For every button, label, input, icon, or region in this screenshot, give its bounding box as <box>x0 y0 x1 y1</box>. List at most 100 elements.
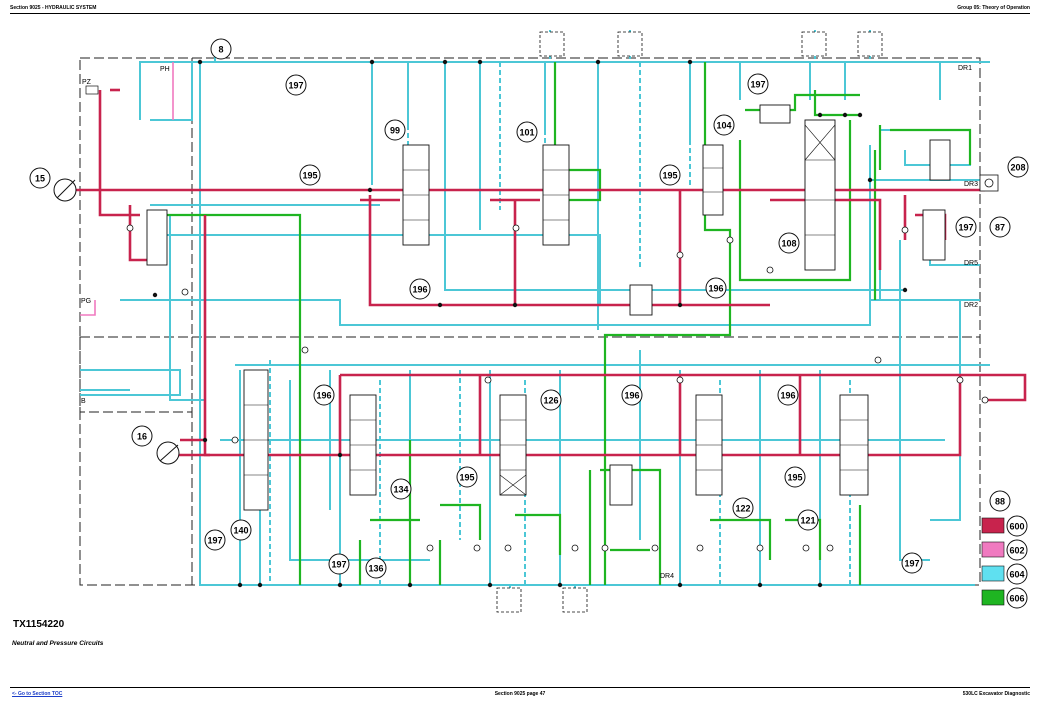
port-b-label: B <box>81 398 86 405</box>
legend-code: 604 <box>1009 570 1024 580</box>
callout-label: 121 <box>800 516 815 526</box>
callout-99: 99 <box>384 119 406 141</box>
callout-label: 15 <box>35 174 45 184</box>
callout-label: 197 <box>331 560 346 570</box>
check-valves <box>126 224 989 552</box>
legend-swatch <box>981 589 1005 606</box>
callout-196-4: 196 <box>313 384 335 406</box>
callout-label: 208 <box>1010 163 1025 173</box>
legend-swatch <box>981 541 1005 558</box>
callout-88: 88 <box>989 490 1011 512</box>
callout-8: 8 <box>210 38 232 60</box>
header-group-title: Group 05: Theory of Operation <box>957 5 1030 11</box>
callout-87: 87 <box>989 216 1011 238</box>
callout-label: 101 <box>519 128 534 138</box>
port-pz-label: PZ <box>82 79 92 86</box>
callout-122: 122 <box>732 497 754 519</box>
callout-195-2: 195 <box>659 164 681 186</box>
callout-197-10: 197 <box>955 216 977 238</box>
return-lines <box>80 48 990 586</box>
callout-126: 126 <box>540 389 562 411</box>
callout-15: 15 <box>29 167 51 189</box>
callout-label: 122 <box>735 504 750 514</box>
legend: 600 602 604 606 <box>981 515 1028 609</box>
callout-label: 197 <box>750 80 765 90</box>
footer-rule <box>10 687 1030 688</box>
callout-label: 196 <box>412 285 427 295</box>
callout-label: 196 <box>708 284 723 294</box>
callout-label: 195 <box>459 473 474 483</box>
spool-dividers <box>244 124 868 496</box>
callout-140: 140 <box>230 519 252 541</box>
junction-dots <box>152 59 908 588</box>
drain-dr3-label: DR3 <box>964 181 978 188</box>
port-pz-box <box>85 85 99 95</box>
callout-197-11: 197 <box>204 529 226 551</box>
figure-caption: Neutral and Pressure Circuits <box>12 640 104 647</box>
callout-label: 134 <box>393 485 408 495</box>
callout-label: 195 <box>302 171 317 181</box>
figure-id: TX1154220 <box>13 619 65 630</box>
legend-item-600: 600 <box>981 515 1028 537</box>
pilot-lines <box>80 62 174 316</box>
callout-195-7: 195 <box>456 466 478 488</box>
callout-197-12: 197 <box>328 553 350 575</box>
legend-item-604: 604 <box>981 563 1028 585</box>
footer-page-number: Section 9025 page 47 <box>494 691 546 697</box>
callout-label: 197 <box>288 81 303 91</box>
port-pg-label: PG <box>81 298 91 305</box>
callout-136: 136 <box>365 557 387 579</box>
callout-label: 8 <box>218 45 223 55</box>
callout-196-3: 196 <box>705 277 727 299</box>
callout-label: 108 <box>781 239 796 249</box>
callout-197: 197 <box>285 74 307 96</box>
callout-label: 88 <box>995 497 1005 507</box>
drain-dr1-label: DR1 <box>958 65 972 72</box>
legend-swatch <box>981 517 1005 534</box>
callout-label: 197 <box>958 223 973 233</box>
legend-code: 606 <box>1009 594 1024 604</box>
legend-code: 602 <box>1009 546 1024 556</box>
callout-label: 197 <box>207 536 222 546</box>
callout-label: 196 <box>624 391 639 401</box>
port-ph-label: PH <box>160 66 170 73</box>
header-section-title: Section 9025 - HYDRAULIC SYSTEM <box>10 5 97 11</box>
callout-197-9: 197 <box>747 73 769 95</box>
callout-label: 136 <box>368 564 383 574</box>
legend-item-606: 606 <box>981 587 1028 609</box>
callout-label: 140 <box>233 526 248 536</box>
callout-label: 196 <box>316 391 331 401</box>
callout-121: 121 <box>797 509 819 531</box>
spool-valves <box>146 104 951 511</box>
legend-item-602: 602 <box>981 539 1028 561</box>
callout-label: 195 <box>662 171 677 181</box>
drain-dr4-label: DR4 <box>660 573 674 580</box>
legend-code: 600 <box>1009 522 1024 532</box>
callout-label: 196 <box>780 391 795 401</box>
callout-104: 104 <box>713 114 735 136</box>
callout-196: 196 <box>409 278 431 300</box>
callout-195-8: 195 <box>784 466 806 488</box>
legend-swatch <box>981 565 1005 582</box>
footer-manual-title: 530LC Excavator Diagnostic <box>962 691 1030 697</box>
callout-108: 108 <box>778 232 800 254</box>
callout-208: 208 <box>1007 156 1029 178</box>
callout-label: 195 <box>787 473 802 483</box>
callout-195: 195 <box>299 164 321 186</box>
callout-134: 134 <box>390 478 412 500</box>
drain-dr2-label: DR2 <box>964 302 978 309</box>
port-boxes <box>496 31 883 613</box>
callout-196-5: 196 <box>621 384 643 406</box>
pilot-block-outline <box>79 336 193 413</box>
callout-label: 99 <box>390 126 400 136</box>
callout-label: 126 <box>543 396 558 406</box>
callout-label: 87 <box>995 223 1005 233</box>
callout-group: 8 15 16 87 88 99 101 104 108 121 122 126 134 136 140 19… <box>29 38 1029 579</box>
callout-197-13: 197 <box>901 552 923 574</box>
callout-196-6: 196 <box>777 384 799 406</box>
go-to-section-toc-link[interactable]: <- Go to Section TOC <box>12 691 63 697</box>
callout-16: 16 <box>131 425 153 447</box>
callout-label: 104 <box>716 121 731 131</box>
drain-dr5-label: DR5 <box>964 260 978 267</box>
